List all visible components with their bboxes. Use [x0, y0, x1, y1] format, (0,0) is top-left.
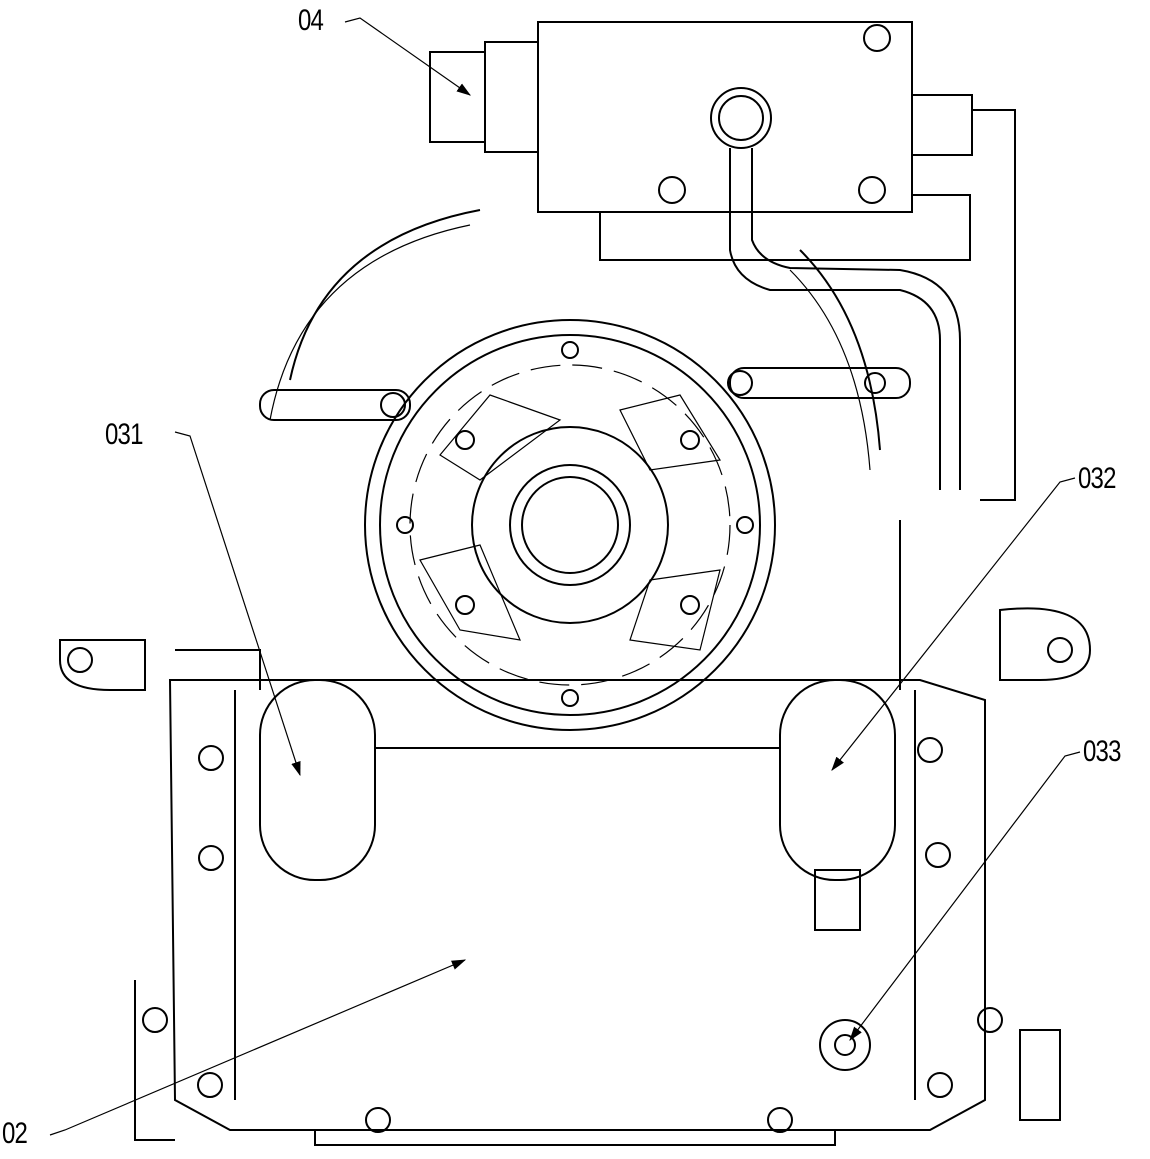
label-032: 032 [1078, 462, 1116, 495]
label-033: 033 [1083, 735, 1121, 768]
label-04: 04 [298, 4, 324, 37]
label-031: 031 [105, 418, 143, 451]
valve-block [429, 21, 1016, 501]
leader-lines [49, 17, 1081, 1136]
motor [259, 209, 911, 731]
label-02: 02 [2, 1117, 28, 1150]
housing [59, 520, 1092, 1146]
